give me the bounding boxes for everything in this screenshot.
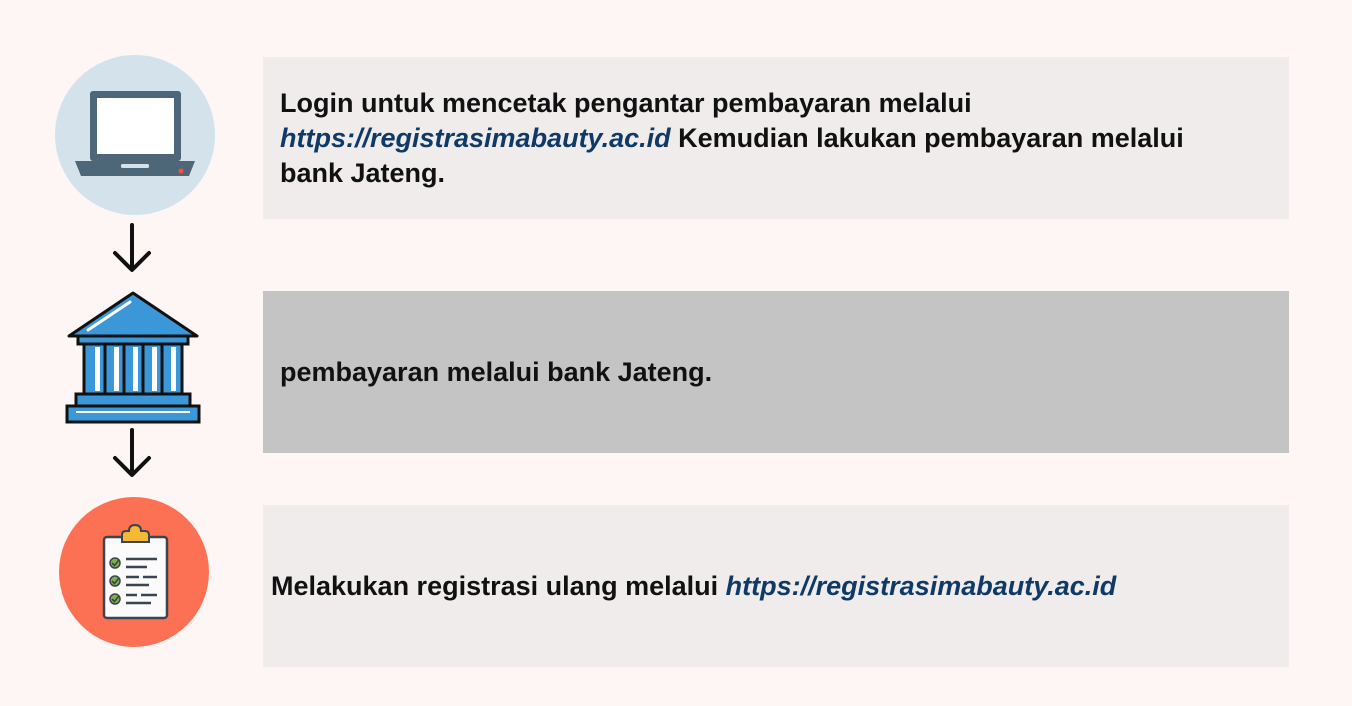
step-3-text: Melakukan registrasi ulang melalui https… [271, 569, 1116, 604]
clipboard-checklist-icon [59, 497, 209, 647]
bank-icon [65, 291, 201, 424]
registration-link[interactable]: https://registrasimabauty.ac.id [725, 570, 1117, 601]
step-3-text-before: Melakukan registrasi ulang melalui [271, 570, 726, 601]
step-1-text-after: Kemudian lakukan pembayaran melalui bank… [280, 122, 1184, 188]
step-2-text: pembayaran melalui bank Jateng. [280, 356, 713, 387]
step-1-text: Login untuk mencetak pengantar pembayara… [280, 86, 1249, 191]
step-3-box: Melakukan registrasi ulang melalui https… [263, 505, 1289, 667]
step-1-text-before: Login untuk mencetak pengantar pembayara… [280, 87, 972, 118]
down-arrow-icon [113, 428, 151, 477]
step-2-box: pembayaran melalui bank Jateng. [263, 291, 1289, 453]
down-arrow-icon [113, 223, 151, 272]
registration-link[interactable]: https://registrasimabauty.ac.id [280, 122, 671, 153]
step-1-box: Login untuk mencetak pengantar pembayara… [263, 57, 1289, 219]
laptop-icon [55, 55, 215, 215]
